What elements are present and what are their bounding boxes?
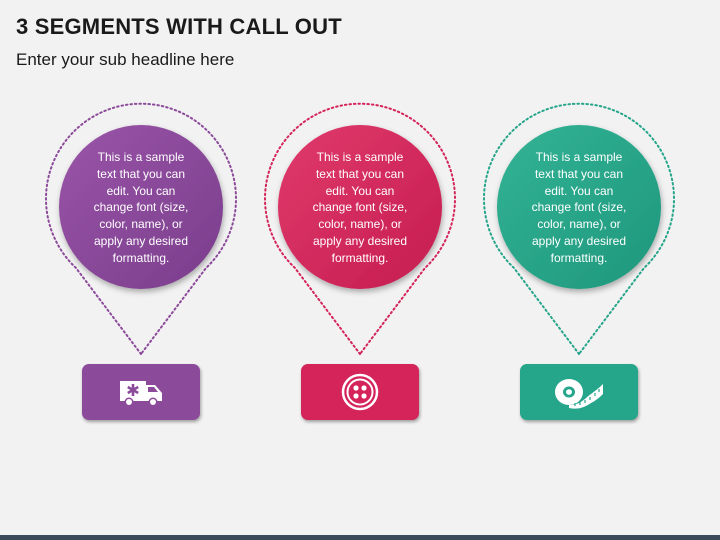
ambulance-icon bbox=[120, 381, 162, 407]
callout-segment-1 bbox=[45, 102, 237, 356]
icon-box-1[interactable] bbox=[82, 364, 200, 420]
segment-circle-2 bbox=[278, 125, 442, 289]
slide-title: 3 SEGMENTS WITH CALL OUT bbox=[16, 14, 342, 39]
button-icon bbox=[341, 373, 379, 411]
bottom-bar bbox=[0, 535, 720, 540]
segment-text-3[interactable]: This is a sample text that you can edit.… bbox=[531, 150, 627, 265]
slide-subtitle: Enter your sub headline here bbox=[16, 50, 235, 69]
segment-circle-3 bbox=[497, 125, 661, 289]
callout-outline-2 bbox=[264, 102, 456, 356]
segment-circle-1 bbox=[59, 125, 223, 289]
icon-box-2[interactable] bbox=[301, 364, 419, 420]
segment-text-1[interactable]: This is a sample text that you can edit.… bbox=[93, 150, 189, 265]
measuring-tape-icon bbox=[555, 379, 603, 409]
callout-segment-3 bbox=[483, 102, 675, 356]
icon-box-3[interactable] bbox=[520, 364, 638, 420]
callout-outline-1 bbox=[45, 102, 237, 356]
segment-text-2[interactable]: This is a sample text that you can edit.… bbox=[312, 150, 408, 265]
callout-outline-3 bbox=[483, 102, 675, 356]
callout-segment-2 bbox=[264, 102, 456, 356]
